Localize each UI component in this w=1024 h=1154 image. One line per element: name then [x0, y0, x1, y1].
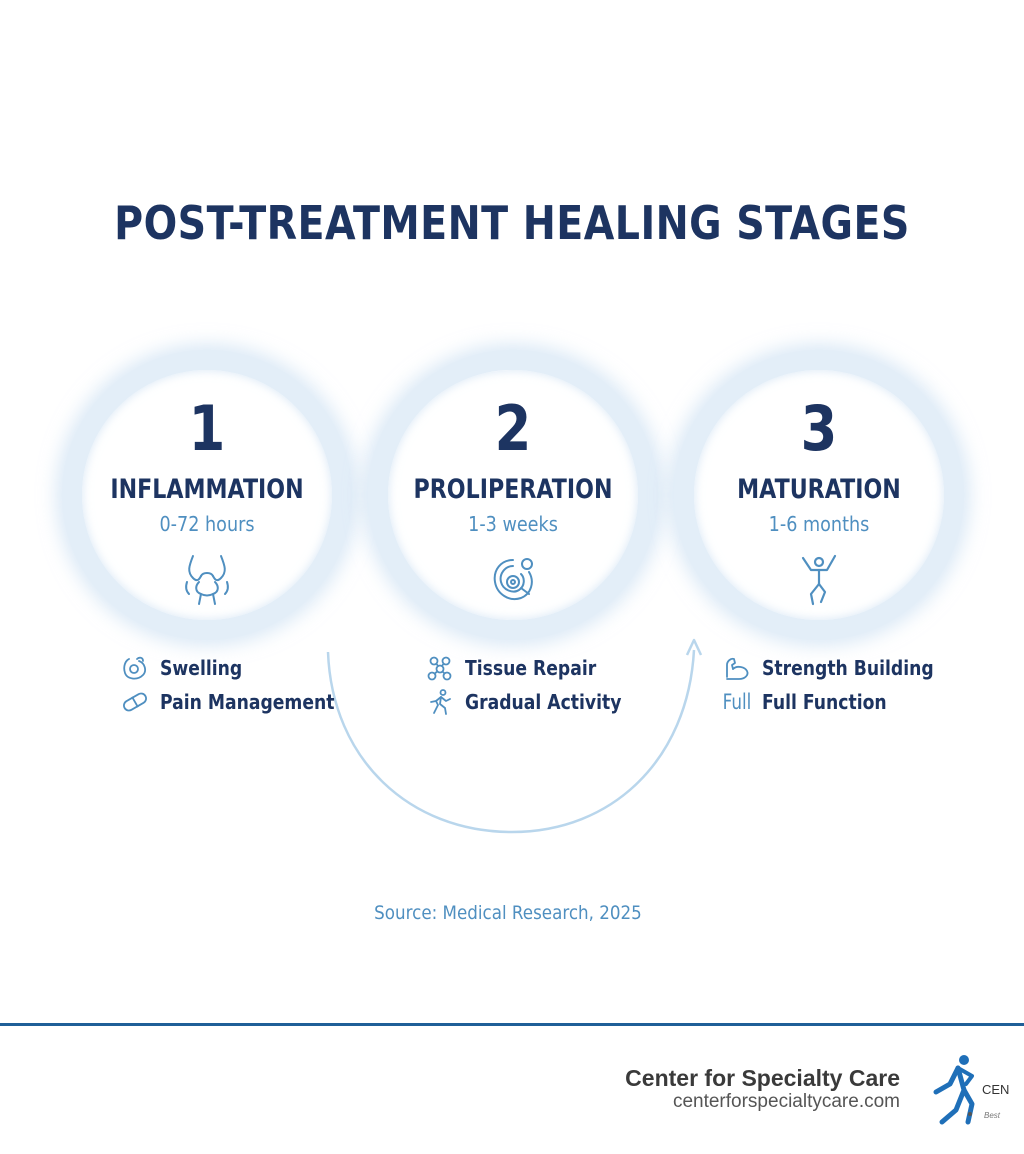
item-label: Pain Management	[160, 690, 335, 714]
joint-icon	[185, 555, 229, 605]
list-item: Strength Building	[722, 653, 962, 683]
stage-circle-3: 3 MATURATION 1-6 months	[674, 350, 964, 640]
logo-text: CEN	[982, 1082, 1009, 1097]
stage-duration: 0-72 hours	[159, 512, 255, 536]
jumping-person-icon	[801, 554, 837, 606]
stage-name: PROLIPERATION	[413, 474, 613, 505]
org-url: centerforspecialtycare.com	[672, 1091, 900, 1112]
stage-duration: 1-3 weeks	[468, 512, 558, 536]
list-item: Full Full Function	[722, 687, 907, 717]
molecule-icon	[425, 655, 455, 681]
swelling-icon	[120, 655, 150, 681]
stage-number: 3	[800, 392, 838, 465]
item-label: Gradual Activity	[465, 690, 622, 714]
item-label: Full Function	[762, 690, 887, 714]
list-item: Swelling	[120, 653, 256, 683]
item-label: Strength Building	[762, 656, 934, 680]
logo-tagline: Best	[984, 1111, 1001, 1120]
arrow-head-icon	[685, 638, 703, 656]
stage-name: MATURATION	[737, 474, 901, 505]
stage-circle-2: 2 PROLIPERATION 1-3 weeks	[368, 350, 658, 640]
item-label: Tissue Repair	[465, 656, 597, 680]
footer-divider	[0, 1023, 1024, 1026]
stage-duration: 1-6 months	[768, 512, 870, 536]
org-logo: CEN Best	[920, 1050, 1020, 1130]
muscle-icon	[722, 655, 752, 681]
list-item: Tissue Repair	[425, 653, 618, 683]
pill-icon	[120, 689, 150, 715]
list-item: Pain Management	[120, 687, 363, 717]
stage-number: 1	[188, 392, 226, 465]
full-text-icon: Full	[722, 689, 752, 715]
source-note: Source: Medical Research, 2025	[374, 902, 642, 924]
full-text-glyph: Full	[722, 690, 752, 714]
page-title: POST-TREATMENT HEALING STAGES	[114, 196, 910, 250]
org-name: Center for Specialty Care	[625, 1065, 900, 1091]
stage-number: 2	[494, 392, 532, 465]
stage-circle-1: 1 INFLAMMATION 0-72 hours	[62, 350, 352, 640]
list-item: Gradual Activity	[425, 687, 647, 717]
stage-name: INFLAMMATION	[110, 474, 304, 505]
item-label: Swelling	[160, 656, 243, 680]
walking-icon	[425, 689, 455, 715]
cell-icon	[493, 558, 533, 600]
